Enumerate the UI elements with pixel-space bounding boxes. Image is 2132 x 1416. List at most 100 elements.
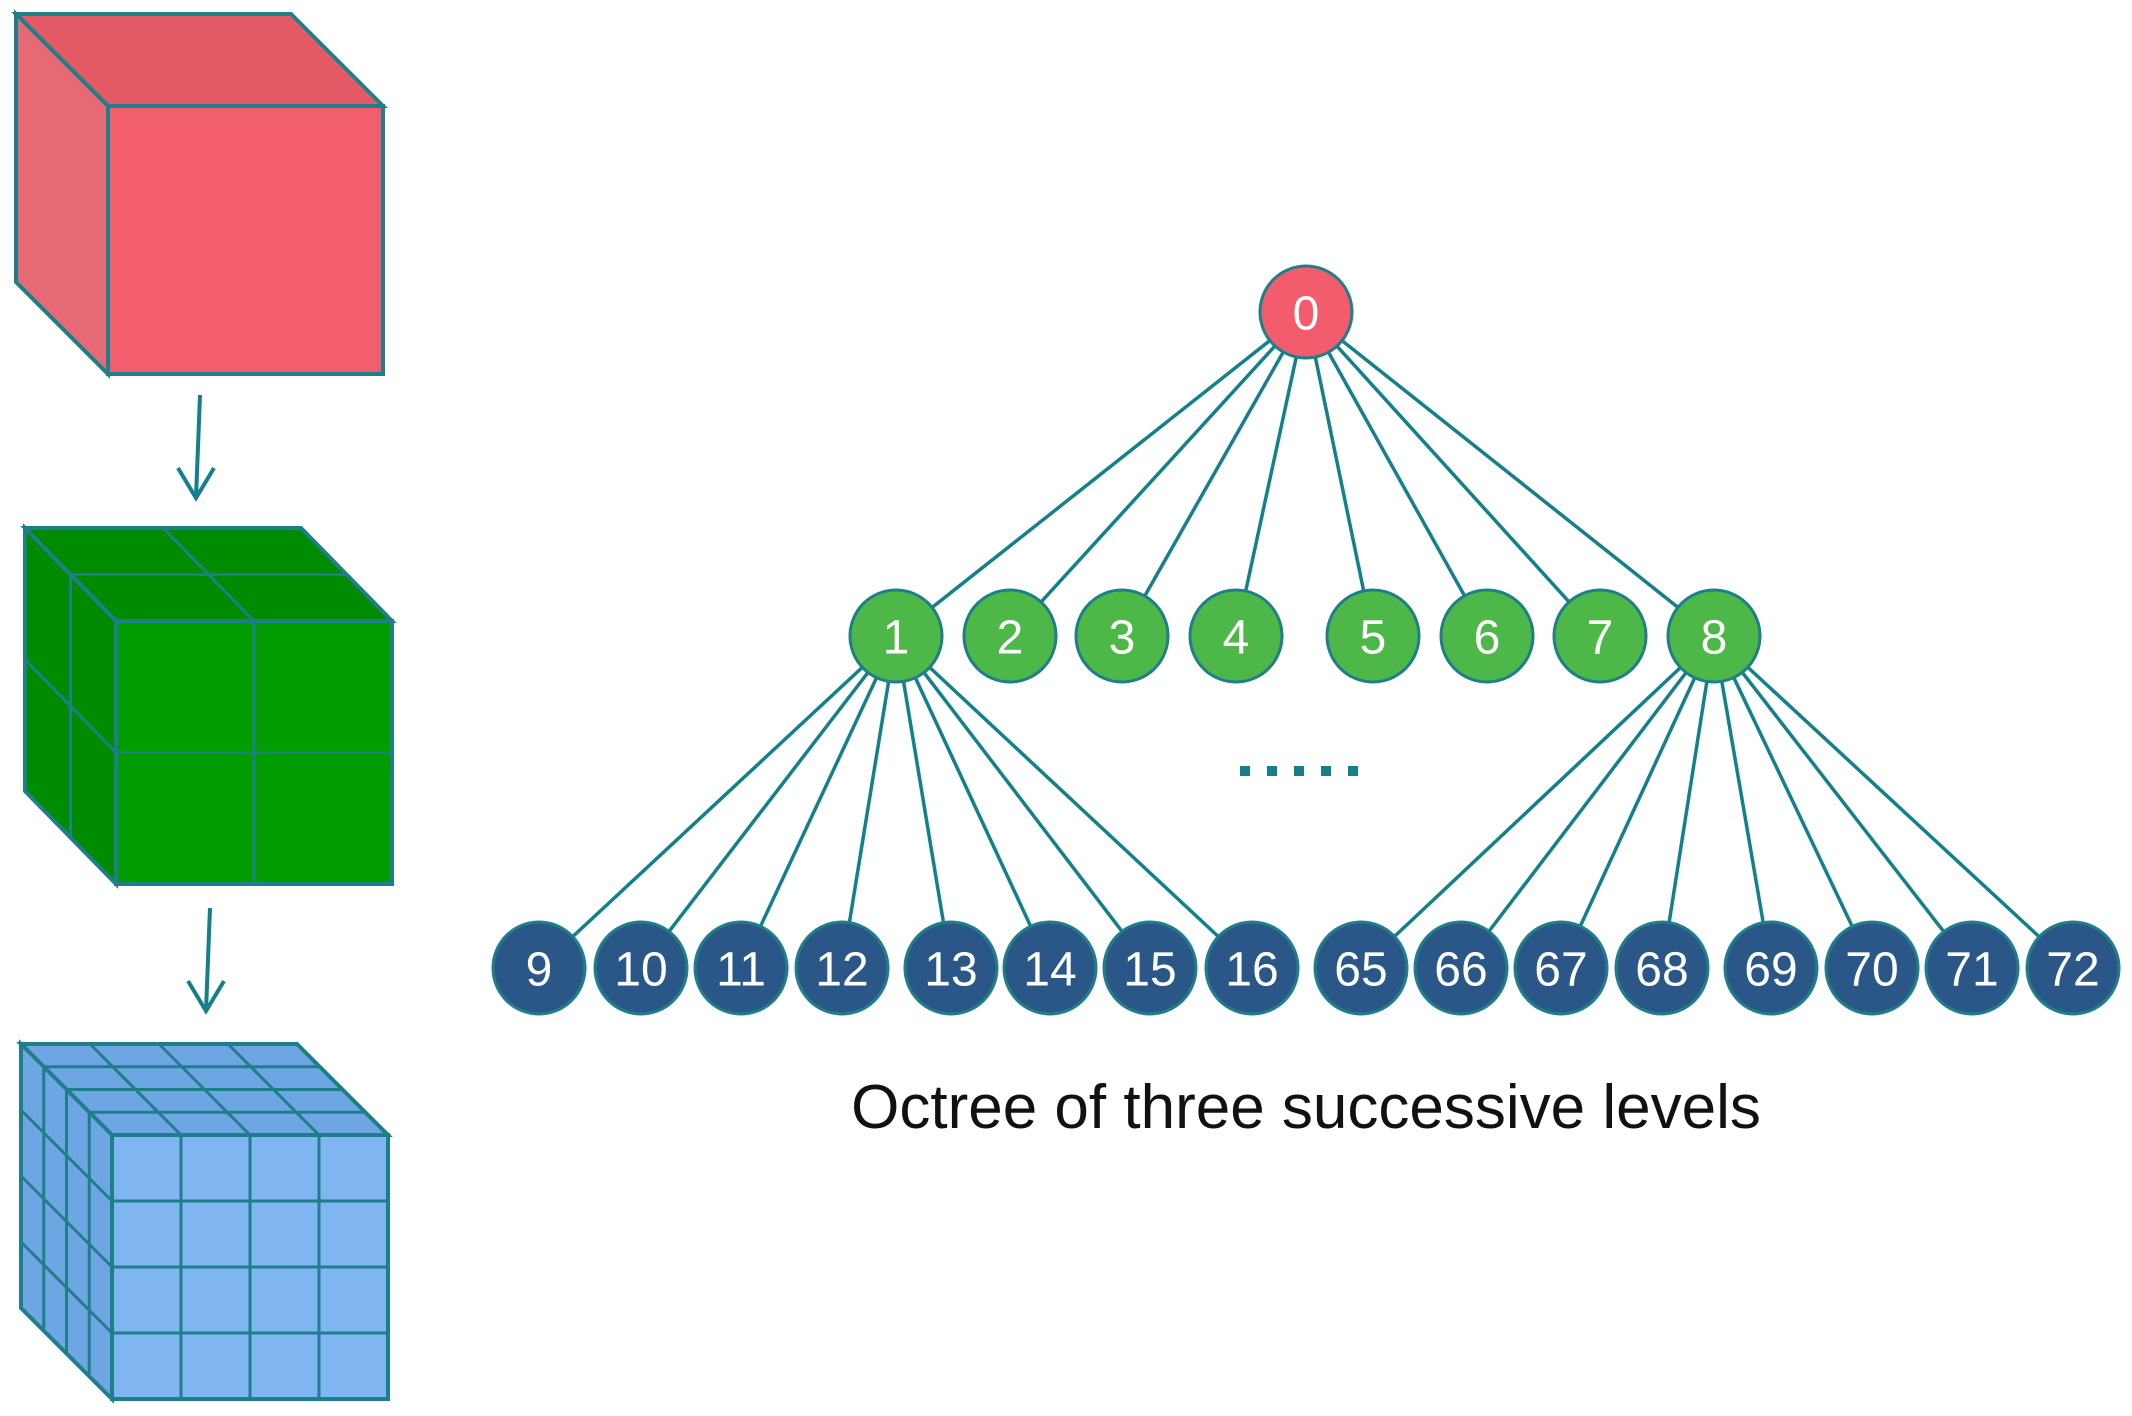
tree-node-12: 12 bbox=[794, 920, 890, 1016]
tree-node-5: 5 bbox=[1325, 588, 1421, 684]
tree-node-8-label: 8 bbox=[1701, 612, 1728, 665]
tree-node-66: 66 bbox=[1413, 920, 1509, 1016]
tree-ellipsis: ..... bbox=[1240, 766, 1358, 776]
tree-node-72-circle bbox=[2025, 920, 2121, 1016]
level1-cube bbox=[20, 523, 397, 889]
edge-1-to-13 bbox=[894, 635, 953, 969]
edge-1-to-11 bbox=[739, 635, 898, 969]
tree-node-68-label: 68 bbox=[1635, 944, 1688, 997]
tree-node-9-label: 9 bbox=[526, 944, 553, 997]
tree-node-9: 9 bbox=[491, 920, 587, 1016]
down-arrow-2 bbox=[204, 907, 212, 1012]
tree-node-66-circle bbox=[1413, 920, 1509, 1016]
level2-cube-grid-line bbox=[19, 1240, 114, 1335]
root-cube bbox=[11, 9, 388, 379]
tree-node-3-circle bbox=[1074, 588, 1170, 684]
tree-node-11-label: 11 bbox=[716, 944, 766, 997]
tree-node-2-circle bbox=[962, 588, 1058, 684]
tree-node-7: 7 bbox=[1552, 588, 1648, 684]
tree-node-65-label: 65 bbox=[1334, 944, 1387, 997]
tree-node-13-circle bbox=[903, 920, 999, 1016]
edge-8-to-69 bbox=[1712, 635, 1773, 969]
edge-8-to-70 bbox=[1712, 635, 1874, 969]
edge-root-to-5 bbox=[1304, 311, 1375, 637]
tree-node-69-label: 69 bbox=[1744, 944, 1797, 997]
tree-node-7-circle bbox=[1552, 588, 1648, 684]
down-arrow-head-2 bbox=[186, 979, 226, 1015]
down-arrow-head-1 bbox=[176, 466, 216, 502]
edge-root-to-3 bbox=[1120, 311, 1308, 637]
ellipsis-dots: ..... bbox=[1240, 766, 1358, 776]
tree-node-70-circle bbox=[1824, 920, 1920, 1016]
ellipsis-dot bbox=[1321, 766, 1331, 776]
edge-root-to-2 bbox=[1008, 310, 1308, 638]
tree-node-70: 70 bbox=[1824, 920, 1920, 1016]
diagram-caption: Octree of three successive levels bbox=[851, 1073, 1761, 1142]
edge-8-to-71 bbox=[1712, 634, 1974, 970]
tree-node-11: 11 bbox=[693, 920, 789, 1016]
tree-node-69: 69 bbox=[1723, 920, 1819, 1016]
tree-node-9-circle bbox=[491, 920, 587, 1016]
edge-1-to-9 bbox=[537, 634, 898, 970]
tree-node-10: 10 bbox=[593, 920, 689, 1016]
tree-node-13: 13 bbox=[903, 920, 999, 1016]
tree-node-11-circle bbox=[693, 920, 789, 1016]
tree-node-0-circle bbox=[1258, 264, 1354, 360]
tree-node-68: 68 bbox=[1614, 920, 1710, 1016]
tree-node-13-label: 13 bbox=[924, 944, 977, 997]
edge-1-to-14 bbox=[894, 635, 1052, 969]
tree-node-4: 4 bbox=[1188, 588, 1284, 684]
tree-node-5-label: 5 bbox=[1360, 612, 1387, 665]
tree-node-14: 14 bbox=[1002, 920, 1098, 1016]
edge-root-to-1 bbox=[894, 310, 1308, 638]
level2-cube bbox=[16, 1039, 393, 1404]
cube-stack bbox=[11, 9, 397, 1404]
tree-node-2: 2 bbox=[962, 588, 1058, 684]
tree-node-1-circle bbox=[848, 588, 944, 684]
tree-node-15-label: 15 bbox=[1123, 944, 1176, 997]
tree-node-67-label: 67 bbox=[1534, 944, 1587, 997]
edge-8-to-65 bbox=[1359, 634, 1716, 970]
tree-node-71: 71 bbox=[1924, 920, 2020, 1016]
tree-node-16-label: 16 bbox=[1225, 944, 1278, 997]
tree-node-69-circle bbox=[1723, 920, 1819, 1016]
tree-node-4-label: 4 bbox=[1223, 612, 1250, 665]
tree-node-10-label: 10 bbox=[614, 944, 667, 997]
subdivision-arrows bbox=[176, 394, 226, 1015]
tree-node-3-label: 3 bbox=[1109, 612, 1136, 665]
edge-1-to-12 bbox=[840, 635, 898, 969]
tree-edges bbox=[537, 310, 2075, 970]
edge-1-to-10 bbox=[639, 634, 898, 970]
tree-node-14-label: 14 bbox=[1023, 944, 1076, 997]
edge-8-to-66 bbox=[1459, 634, 1716, 970]
tree-node-67: 67 bbox=[1513, 920, 1609, 1016]
tree-node-12-circle bbox=[794, 920, 890, 1016]
ellipsis-dot bbox=[1240, 766, 1250, 776]
tree-node-3: 3 bbox=[1074, 588, 1170, 684]
tree-node-15-circle bbox=[1102, 920, 1198, 1016]
edge-8-to-68 bbox=[1660, 635, 1716, 969]
ellipsis-dot bbox=[1294, 766, 1304, 776]
tree-node-15: 15 bbox=[1102, 920, 1198, 1016]
edge-root-to-4 bbox=[1234, 311, 1308, 637]
ellipsis-dot bbox=[1348, 766, 1358, 776]
edge-root-to-7 bbox=[1304, 310, 1602, 638]
tree-node-12-label: 12 bbox=[815, 944, 868, 997]
tree-node-71-circle bbox=[1924, 920, 2020, 1016]
down-arrow-1 bbox=[194, 394, 202, 499]
tree-node-72: 72 bbox=[2025, 920, 2121, 1016]
tree-node-0: 0 bbox=[1258, 264, 1354, 360]
tree-node-66-label: 66 bbox=[1434, 944, 1487, 997]
tree-node-7-label: 7 bbox=[1587, 612, 1614, 665]
tree-node-5-circle bbox=[1325, 588, 1421, 684]
tree-node-8: 8 bbox=[1666, 588, 1762, 684]
tree-node-16-circle bbox=[1204, 920, 1300, 1016]
tree-node-72-label: 72 bbox=[2046, 944, 2099, 997]
tree-node-6-label: 6 bbox=[1474, 612, 1501, 665]
tree-node-14-circle bbox=[1002, 920, 1098, 1016]
edge-root-to-6 bbox=[1304, 311, 1489, 637]
tree-node-70-label: 70 bbox=[1845, 944, 1898, 997]
tree-node-68-circle bbox=[1614, 920, 1710, 1016]
